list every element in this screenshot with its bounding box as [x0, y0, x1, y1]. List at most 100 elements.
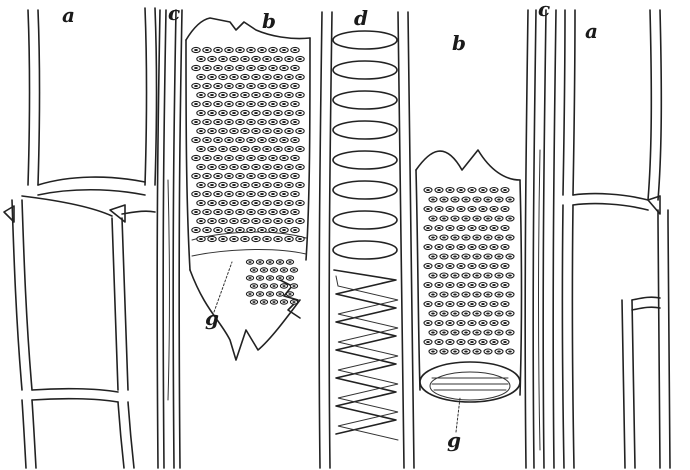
pit-aperture	[254, 130, 258, 132]
spiral-ring	[333, 121, 397, 139]
pit-aperture	[298, 130, 302, 132]
pit-aperture	[459, 284, 463, 286]
pit-aperture	[194, 85, 198, 87]
pit-aperture	[243, 202, 247, 204]
pit-aperture	[221, 220, 225, 222]
pit-aperture	[260, 211, 264, 213]
pit-aperture	[282, 49, 286, 51]
pit-aperture	[437, 341, 441, 343]
pit-aperture	[287, 94, 291, 96]
pit-aperture	[265, 220, 269, 222]
pit-aperture	[249, 139, 253, 141]
pit-aperture	[271, 175, 275, 177]
pit-aperture	[248, 293, 251, 295]
pit-aperture	[426, 284, 430, 286]
pit-aperture	[221, 76, 225, 78]
pit-aperture	[254, 184, 258, 186]
parenchyma-cells-left	[4, 8, 157, 468]
pit-aperture	[243, 94, 247, 96]
pit-aperture	[249, 85, 253, 87]
pit-aperture	[210, 94, 214, 96]
pit-aperture	[431, 237, 435, 239]
pit-aperture	[448, 208, 452, 210]
pit-aperture	[442, 199, 446, 201]
pit-aperture	[232, 184, 236, 186]
pit-aperture	[216, 175, 220, 177]
spiral-thickening	[333, 31, 398, 440]
pit-aperture	[210, 238, 214, 240]
pit-aperture	[276, 94, 280, 96]
pit-aperture	[238, 139, 242, 141]
pit-aperture	[442, 313, 446, 315]
pit-aperture	[287, 220, 291, 222]
pit-aperture	[497, 256, 501, 258]
pit-aperture	[459, 227, 463, 229]
pit-aperture	[262, 301, 265, 303]
pit-aperture	[437, 322, 441, 324]
pit-aperture	[448, 227, 452, 229]
pit-aperture	[298, 166, 302, 168]
pit-aperture	[431, 275, 435, 277]
pit-aperture	[194, 211, 198, 213]
pit-aperture	[249, 229, 253, 231]
pit-aperture	[287, 58, 291, 60]
pit-aperture	[298, 220, 302, 222]
pit-aperture	[260, 139, 264, 141]
pit-aperture	[287, 184, 291, 186]
pit-aperture	[221, 202, 225, 204]
pit-aperture	[205, 85, 209, 87]
pit-aperture	[282, 67, 286, 69]
pit-aperture	[437, 246, 441, 248]
pit-aperture	[437, 227, 441, 229]
pit-aperture	[470, 189, 474, 191]
pit-aperture	[260, 103, 264, 105]
pit-aperture	[486, 237, 490, 239]
pit-aperture	[293, 103, 297, 105]
pit-aperture	[258, 261, 261, 263]
pit-aperture	[227, 229, 231, 231]
pit-aperture	[249, 157, 253, 159]
pit-aperture	[293, 193, 297, 195]
pit-aperture	[292, 285, 295, 287]
pit-aperture	[442, 332, 446, 334]
pit-aperture	[464, 237, 468, 239]
pit-aperture	[503, 303, 507, 305]
pit-aperture	[248, 261, 251, 263]
pit-aperture	[287, 238, 291, 240]
pit-aperture	[470, 284, 474, 286]
pit-aperture	[265, 130, 269, 132]
pit-aperture	[265, 202, 269, 204]
pit-aperture	[282, 229, 286, 231]
pit-aperture	[298, 148, 302, 150]
pit-aperture	[271, 157, 275, 159]
pit-aperture	[282, 269, 285, 271]
pit-aperture	[210, 58, 214, 60]
pit-aperture	[258, 277, 261, 279]
pit-aperture	[287, 202, 291, 204]
pit-aperture	[282, 121, 286, 123]
pit-aperture	[481, 265, 485, 267]
pit-aperture	[260, 67, 264, 69]
pit-aperture	[442, 237, 446, 239]
pit-aperture	[486, 294, 490, 296]
spiral-ring	[333, 241, 397, 259]
pit-aperture	[470, 265, 474, 267]
pit-aperture	[464, 256, 468, 258]
spiral-ring	[333, 91, 397, 109]
pit-aperture	[199, 94, 203, 96]
pit-aperture	[216, 193, 220, 195]
pit-aperture	[426, 265, 430, 267]
pit-aperture	[268, 293, 271, 295]
pit-aperture	[249, 49, 253, 51]
pit-aperture	[276, 130, 280, 132]
pit-aperture	[227, 193, 231, 195]
pit-aperture	[252, 269, 255, 271]
pit-aperture	[282, 85, 286, 87]
pit-aperture	[221, 58, 225, 60]
pit-aperture	[287, 130, 291, 132]
pit-aperture	[265, 184, 269, 186]
pit-aperture	[210, 220, 214, 222]
pit-aperture	[221, 238, 225, 240]
pit-aperture	[249, 193, 253, 195]
